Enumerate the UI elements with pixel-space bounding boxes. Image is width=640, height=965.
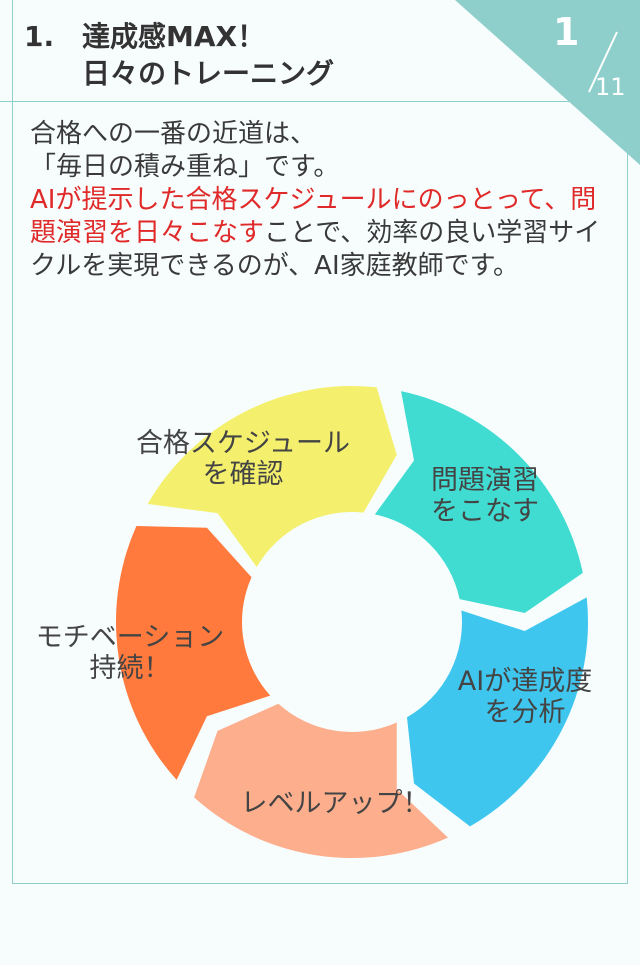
- step-segment-levelup: [194, 703, 448, 858]
- intro-rest: ことで、効率の良い学習サイクルを実現できるのが、AI家庭教師です。: [30, 218, 601, 281]
- title-line-2: 日々のトレーニング: [82, 57, 335, 90]
- step-segment-schedule: [147, 385, 397, 567]
- page-current: 1: [553, 10, 580, 54]
- intro-highlight: AIが提示した合格スケジュールにのっとって、問題演習を日々こなす: [30, 185, 597, 248]
- page-corner: [455, 0, 640, 165]
- step-label-schedule: 合格スケジュール を確認: [135, 428, 351, 490]
- section-number: 1.: [24, 20, 55, 53]
- step-label-levelup: レベルアップ！: [240, 788, 430, 819]
- step-segment-analysis: [407, 597, 588, 827]
- learning-cycle-diagram: 合格スケジュール を確認 問題演習 をこなす AIが達成度 を分析 レベルアップ…: [0, 370, 640, 870]
- step-label-practice: 問題演習 をこなす: [431, 465, 539, 527]
- intro-line-2: 「毎日の積み重ね」です。: [30, 152, 340, 182]
- cycle-ring: [115, 385, 588, 858]
- title-line-1: 達成感MAX！: [82, 20, 266, 53]
- page-title: 1. 達成感MAX！ 日々のトレーニング: [24, 18, 334, 92]
- page-total: 11: [595, 73, 626, 101]
- title-divider: [0, 101, 640, 102]
- step-label-motivation: モチベーション 持続！: [35, 622, 225, 684]
- intro-paragraph: 合格への一番の近道は、 「毎日の積み重ね」です。 AIが提示した合格スケジュール…: [30, 118, 610, 283]
- step-segment-motivation: [115, 526, 271, 780]
- step-label-analysis: AIが達成度 を分析: [457, 666, 593, 728]
- intro-line-1: 合格への一番の近道は、: [30, 119, 317, 149]
- step-segment-practice: [374, 391, 583, 613]
